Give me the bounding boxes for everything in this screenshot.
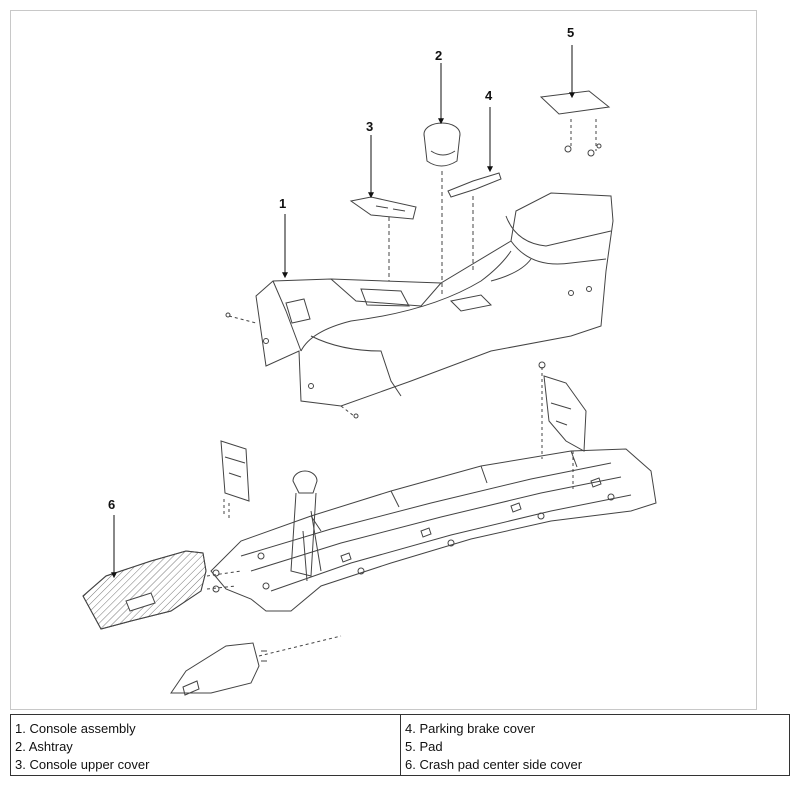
legend-item-2: 2. Ashtray bbox=[15, 739, 73, 754]
leader-lines bbox=[111, 45, 575, 579]
crash-pad-center-side-cover bbox=[82, 550, 242, 630]
pad bbox=[539, 90, 611, 157]
legend-item-4: 4. Parking brake cover bbox=[405, 721, 536, 736]
console-assembly bbox=[225, 192, 614, 419]
floor-tunnel-frame bbox=[210, 361, 657, 612]
lower-side-cover bbox=[170, 635, 342, 696]
legend-item-6: 6. Crash pad center side cover bbox=[405, 757, 583, 772]
parking-brake-cover bbox=[447, 172, 502, 273]
callout-3: 3 bbox=[366, 119, 373, 134]
legend-column-left: 1. Console assembly 2. Ashtray 3. Consol… bbox=[11, 715, 400, 775]
callout-2: 2 bbox=[435, 48, 442, 63]
exploded-view-diagram: 1 2 3 4 5 6 bbox=[10, 10, 757, 710]
callout-4: 4 bbox=[485, 88, 493, 103]
legend-item-1: 1. Console assembly bbox=[15, 721, 136, 736]
callout-1: 1 bbox=[279, 196, 286, 211]
legend-column-right: 4. Parking brake cover 5. Pad 6. Crash p… bbox=[400, 715, 789, 775]
parts-legend-table: 1. Console assembly 2. Ashtray 3. Consol… bbox=[10, 714, 790, 776]
callout-6: 6 bbox=[108, 497, 115, 512]
diagram-canvas: 1 2 3 4 5 6 bbox=[82, 25, 657, 696]
legend-item-3: 3. Console upper cover bbox=[15, 757, 150, 772]
ashtray bbox=[423, 122, 461, 296]
console-upper-cover bbox=[349, 196, 417, 281]
callout-5: 5 bbox=[567, 25, 574, 40]
legend-item-5: 5. Pad bbox=[405, 739, 443, 754]
